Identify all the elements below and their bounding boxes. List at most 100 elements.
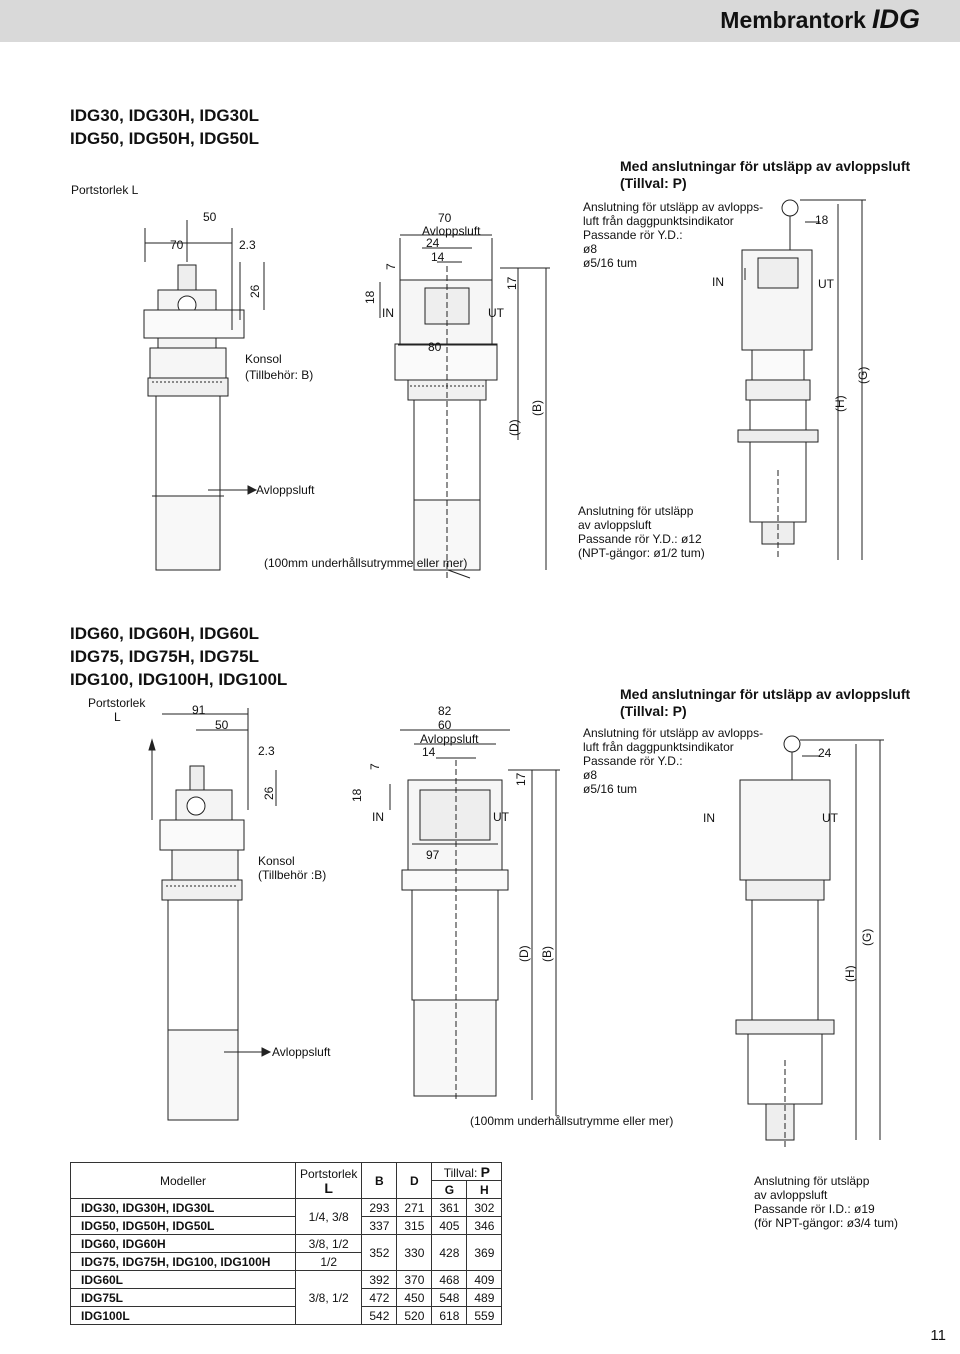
section1-drawing <box>143 199 866 579</box>
ut-label-2: UT <box>493 810 509 824</box>
cell-h: 559 <box>466 1306 503 1325</box>
opt-dim-24: 24 <box>818 746 832 760</box>
cell-model: IDG75L <box>70 1288 296 1307</box>
cell-model: IDG100L <box>70 1306 296 1325</box>
cell-model: IDG30, IDG30H, IDG30L <box>70 1198 296 1217</box>
dim-7: 7 <box>384 263 398 270</box>
cell-d: 330 <box>396 1234 433 1271</box>
drain-line: Anslutning för utsläpp <box>578 504 694 518</box>
section1-title-line: IDG30, IDG30H, IDG30L <box>70 106 259 125</box>
avloppsluft-arrow-label-2: Avloppsluft <box>272 1045 331 1059</box>
section1-title-line: IDG50, IDG50H, IDG50L <box>70 129 259 148</box>
th-port: Portstorlek L <box>294 1162 363 1199</box>
th-option-code: P <box>480 1163 490 1180</box>
option-line: luft från daggpunktsindikator <box>583 740 734 754</box>
dim-14: 14 <box>431 250 445 264</box>
option-line: ø8 <box>583 768 598 782</box>
dim-70: 70 <box>170 238 184 252</box>
option-title-line: (Tillval: P) <box>620 175 687 191</box>
option-line: luft från daggpunktsindikator <box>583 214 734 228</box>
dim-26-2: 26 <box>262 786 276 800</box>
th-g: G <box>431 1180 468 1199</box>
cell-port: 1/2 <box>294 1252 363 1271</box>
dim-17: 17 <box>505 276 519 290</box>
dim-g-2: (G) <box>860 928 874 946</box>
dim-b: (B) <box>530 400 544 416</box>
table-row: IDG60L 3/8, 1/2 392 370 468 409 <box>70 1270 503 1325</box>
th-d: D <box>396 1162 433 1199</box>
dim-14-2: 14 <box>422 745 436 759</box>
opt-dim-18: 18 <box>815 213 829 227</box>
option-line: ø8 <box>583 242 598 256</box>
option-title-line: Med anslutningar för utsläpp av avloppsl… <box>620 686 911 702</box>
drain-line: (NPT-gängor: ø1/2 tum) <box>578 546 705 560</box>
cell-g: 428 <box>431 1234 468 1271</box>
th-port-sub: L <box>324 1179 333 1196</box>
dimensions-table: Modeller Portstorlek L B D Tillval: P G … <box>70 1162 503 1325</box>
cell-model: IDG60L <box>70 1270 296 1289</box>
dim-50: 50 <box>203 210 217 224</box>
table-row: IDG30, IDG30H, IDG30L 1/4, 3/8 293 271 3… <box>70 1198 503 1235</box>
dim-d: (D) <box>507 419 521 436</box>
option-line: Anslutning för utsläpp av avlopps- <box>583 726 764 740</box>
cell-model: IDG50, IDG50H, IDG50L <box>70 1216 296 1235</box>
table-row: IDG100L 542 520 618 559 <box>70 1306 503 1325</box>
cell-b: 542 <box>361 1306 398 1325</box>
port-size-label-2: Portstorlek <box>88 696 146 710</box>
option-description: Anslutning för utsläpp av avlopps- luft … <box>583 200 763 270</box>
section2-drawing <box>148 708 884 1148</box>
opt-in-label-2: IN <box>703 811 715 825</box>
dim-d-2: (D) <box>517 945 531 962</box>
th-h: H <box>466 1180 503 1199</box>
title-code: IDG <box>871 4 920 34</box>
option-title-line: (Tillval: P) <box>620 703 687 719</box>
dim-g: (G) <box>856 366 870 384</box>
cell-port: 3/8, 1/2 <box>294 1234 363 1253</box>
drain-line: av avloppsluft <box>578 518 652 532</box>
cell-h: 489 <box>466 1288 503 1307</box>
cell-g: 361 <box>431 1198 468 1217</box>
option-line: Passande rör Y.D.: <box>583 754 683 768</box>
cell-model: IDG75, IDG75H, IDG100, IDG100H <box>70 1252 296 1271</box>
cell-d: 315 <box>396 1216 433 1235</box>
konsol-label-2: Konsol <box>258 854 295 868</box>
opt-in-label: IN <box>712 275 724 289</box>
dim-7-2: 7 <box>368 763 382 770</box>
option-line: ø5/16 tum <box>583 782 638 796</box>
option-line: Passande rör Y.D.: <box>583 228 683 242</box>
dim-60: 60 <box>438 718 452 732</box>
cell-b: 472 <box>361 1288 398 1307</box>
section2-title-line: IDG100, IDG100H, IDG100L <box>70 670 288 689</box>
konsol-label: Konsol <box>245 352 282 366</box>
dim-2-3: 2.3 <box>239 238 256 252</box>
drain-line: Passande rör Y.D.: ø12 <box>578 532 702 546</box>
in-label-2: IN <box>372 810 384 824</box>
dim-50-2: 50 <box>215 718 229 732</box>
drain-line: Passande rör I.D.: ø19 <box>754 1202 875 1216</box>
avloppsluft-arrow-label: Avloppsluft <box>256 483 315 497</box>
dim-70-mid: 70 <box>438 211 452 225</box>
dim-26: 26 <box>248 284 262 298</box>
port-size-label: Portstorlek L <box>71 183 139 197</box>
table-row: IDG75L 472 450 548 489 <box>70 1288 503 1307</box>
option-title: Med anslutningar för utsläpp av avloppsl… <box>620 158 910 192</box>
drain-description: Anslutning för utsläpp av avloppsluft Pa… <box>578 504 705 560</box>
cell-port: 1/4, 3/8 <box>294 1198 363 1235</box>
th-b: B <box>361 1162 398 1199</box>
cell-model: IDG60, IDG60H <box>70 1234 296 1253</box>
konsol-sub: (Tillbehör: B) <box>245 368 314 382</box>
cell-h: 302 <box>466 1198 503 1217</box>
avloppsluft-label-2: Avloppsluft <box>420 732 479 746</box>
cell-d: 370 <box>396 1270 433 1289</box>
cell-g: 468 <box>431 1270 468 1289</box>
drain-line: av avloppsluft <box>754 1188 828 1202</box>
th-models: Modeller <box>70 1162 296 1199</box>
opt-ut-label-2: UT <box>822 811 838 825</box>
cell-b: 352 <box>361 1234 398 1271</box>
title-text: Membrantork <box>720 7 866 33</box>
dim-91: 91 <box>192 703 206 717</box>
option-title-2: Med anslutningar för utsläpp av avloppsl… <box>620 686 910 720</box>
cell-b: 337 <box>361 1216 398 1235</box>
maintenance-note: (100mm underhållsutrymme eller mer) <box>264 556 468 570</box>
